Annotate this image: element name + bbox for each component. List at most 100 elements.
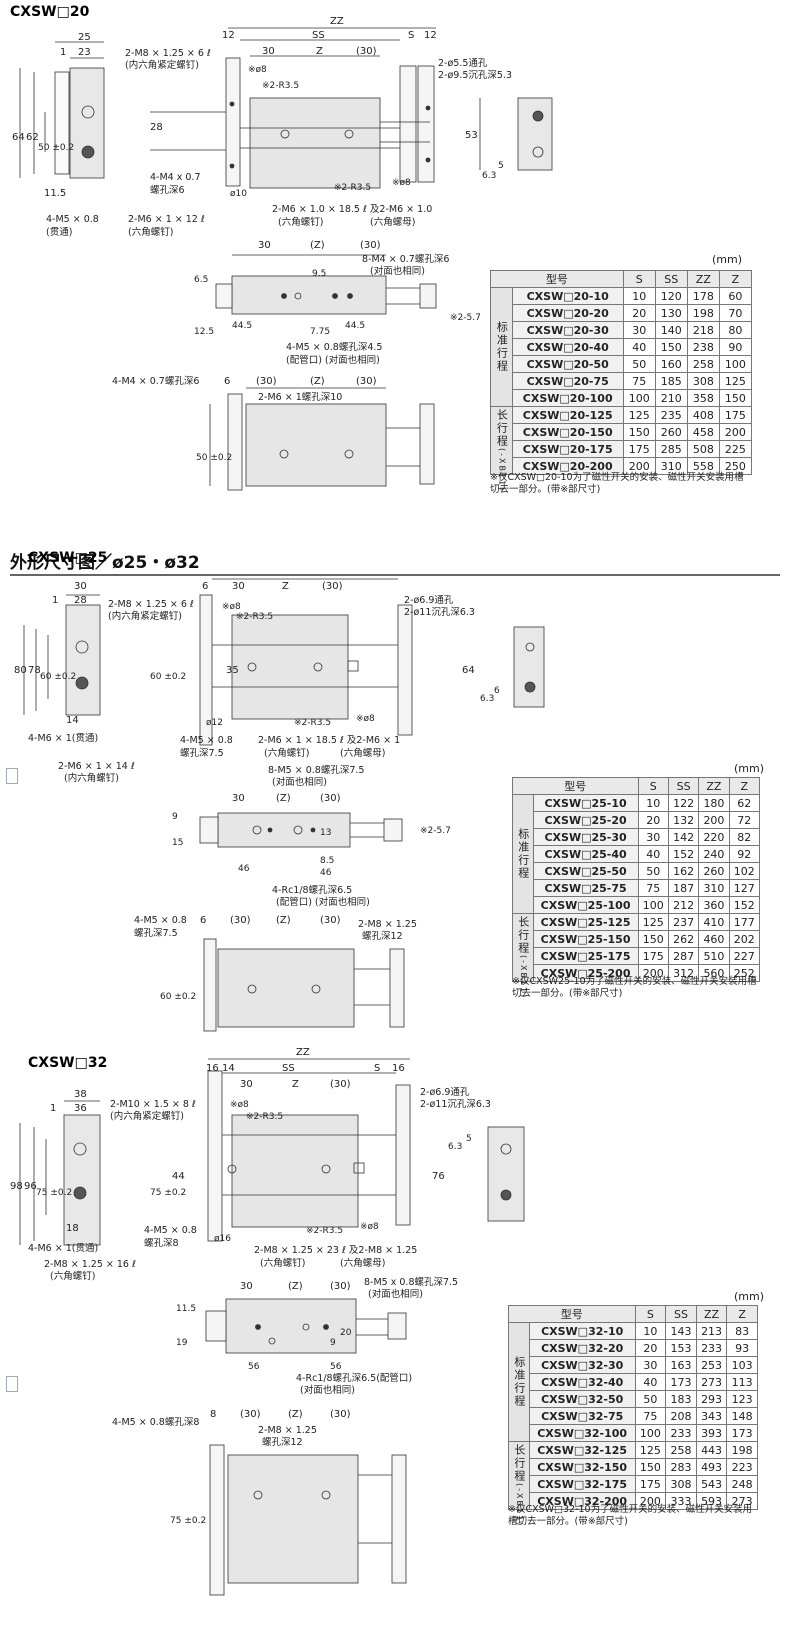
v3-callout-m8-sub: 螺孔深12	[262, 1437, 303, 1448]
value-cell: 308	[665, 1475, 697, 1493]
v3-dim-30: (30)	[230, 915, 251, 926]
value-cell: 50	[634, 1390, 667, 1408]
dim-14: 14	[222, 1063, 235, 1074]
dim-44: 44	[172, 1171, 185, 1182]
value-cell: 173	[665, 1373, 697, 1391]
dim-6-3: 6.3	[448, 1142, 462, 1152]
value-cell: 210	[654, 389, 688, 407]
value-cell: 160	[654, 355, 688, 373]
dim-53: 53	[465, 130, 478, 141]
drawing-cxsw32: ZZ SS 16 14 S 16 30 Z (30) 38 36 1 98 96…	[10, 1047, 525, 1596]
dim-30: 30	[262, 46, 275, 57]
value-cell: 202	[728, 930, 761, 948]
value-cell: 393	[695, 1424, 728, 1442]
dim-23: 23	[78, 47, 91, 58]
dim-30t: 30	[74, 581, 87, 592]
v3-callout-m8: 2-M8 × 1.25	[358, 919, 417, 930]
section-title-cxsw25: CXSW□25	[28, 550, 108, 566]
value-cell: 40	[637, 845, 669, 863]
value-cell: 258	[665, 1441, 697, 1459]
table-header-cell: Z	[728, 777, 761, 795]
v2-dim-20: 20	[340, 1328, 352, 1338]
model-cell: CXSW□20-75	[511, 372, 624, 390]
dim-s: S	[374, 1063, 380, 1074]
dim-phi8b: ※ø8	[392, 178, 411, 188]
dim-75: 75 ±0.2	[36, 1188, 72, 1198]
dim-phi8a: ※ø8	[222, 602, 241, 612]
value-cell: 75	[637, 879, 669, 897]
value-cell: 233	[665, 1424, 697, 1442]
dim-zz: ZZ	[330, 16, 344, 27]
table-header-cell: SS	[654, 270, 688, 288]
value-cell: 40	[622, 338, 656, 356]
v2-callout-rc: 4-Rc1/8螺孔深6.5(配管口)	[296, 1372, 412, 1384]
callout-m6b-sub2: (六角螺母)	[370, 216, 415, 228]
dim-38: 38	[74, 1089, 87, 1100]
drawing-cxsw20: ZZ SS Z S 12 12 30 (30) 25 23 1 64 62 50…	[12, 16, 553, 491]
v2-callout-rc: 4-Rc1/8螺孔深6.5	[272, 885, 352, 896]
v3-callout-m5-sub: 螺孔深7.5	[134, 928, 178, 939]
model-cell: CXSW□32-100	[528, 1424, 636, 1442]
v2-dim-12-5: 12.5	[194, 327, 214, 337]
v3-dim-8: 8	[210, 1409, 216, 1420]
table-note-25: ※仅CXSW25-10为了磁性开关的安装、磁性开关安装用槽切去一部分。(带※部尺…	[512, 976, 757, 999]
value-cell: 293	[695, 1390, 728, 1408]
v3-dim-30b: (30)	[356, 376, 377, 387]
value-cell: 173	[726, 1424, 758, 1442]
model-cell: CXSW□32-75	[528, 1407, 636, 1425]
dim-12c: 12	[390, 575, 403, 578]
value-cell: 253	[695, 1356, 728, 1374]
v2-dim-11-5: 11.5	[176, 1304, 196, 1314]
model-cell: CXSW□20-40	[511, 338, 624, 356]
value-cell: 123	[726, 1390, 758, 1408]
dim-36: 36	[74, 1103, 87, 1114]
value-cell: 233	[695, 1339, 728, 1357]
value-cell: 90	[718, 338, 753, 356]
dim-z: Z	[282, 581, 289, 592]
value-cell: 148	[726, 1407, 758, 1425]
dim-5: 5	[466, 1134, 472, 1144]
v2-callout-m8-sub: (对面也相同)	[368, 1288, 423, 1300]
value-cell: 93	[726, 1339, 758, 1357]
v3-dim-50: 50 ±0.2	[196, 453, 232, 463]
model-cell: CXSW□25-50	[532, 862, 639, 880]
value-cell: 152	[728, 896, 761, 914]
callout-hole2: 2-ø11沉孔深6.3	[420, 1099, 491, 1110]
dim-r35b: ※2-R3.5	[306, 1226, 343, 1236]
table-header-cell: 型号	[512, 777, 639, 795]
dim-30p: (30)	[356, 46, 377, 57]
value-cell: 10	[634, 1322, 667, 1340]
value-cell: 150	[637, 930, 669, 948]
value-cell: 40	[634, 1373, 667, 1391]
v3-dim-z: (Z)	[310, 376, 325, 387]
value-cell: 125	[718, 372, 753, 390]
dim-5: 5	[498, 161, 504, 171]
value-cell: 153	[665, 1339, 697, 1357]
table-note-20: ※仅CXSW□20-10为了磁性开关的安装、磁性开关安装用槽切去一部分。(带※部…	[490, 472, 744, 495]
value-cell: 238	[686, 338, 720, 356]
value-cell: 177	[728, 913, 761, 931]
v2-dim-15: 15	[172, 838, 183, 848]
v2-dim-56b: 56	[330, 1362, 342, 1372]
value-cell: 262	[667, 930, 700, 948]
dim-zz: ZZ	[296, 1047, 310, 1058]
table-header-cell: 型号	[508, 1305, 636, 1323]
v2-dim-z: (Z)	[276, 793, 291, 804]
value-cell: 213	[695, 1322, 728, 1340]
model-cell: CXSW□25-100	[532, 896, 639, 914]
v3-dim-30: (30)	[240, 1409, 261, 1420]
value-cell: 208	[665, 1407, 697, 1425]
value-cell: 200	[637, 964, 669, 982]
v3-dim-60: 60 ±0.2	[160, 992, 196, 1002]
value-cell: 125	[634, 1441, 667, 1459]
v3-dim-30b: (30)	[330, 1409, 351, 1420]
v3-callout-m6: 2-M6 × 1螺孔深10	[258, 392, 342, 403]
v2-dim-19: 19	[176, 1338, 188, 1348]
dim-phi8b: ※ø8	[356, 714, 375, 724]
value-cell: 200	[718, 423, 753, 441]
model-cell: CXSW□32-10	[528, 1322, 636, 1340]
callout-m8b-sub2: (六角螺母)	[340, 1257, 385, 1269]
